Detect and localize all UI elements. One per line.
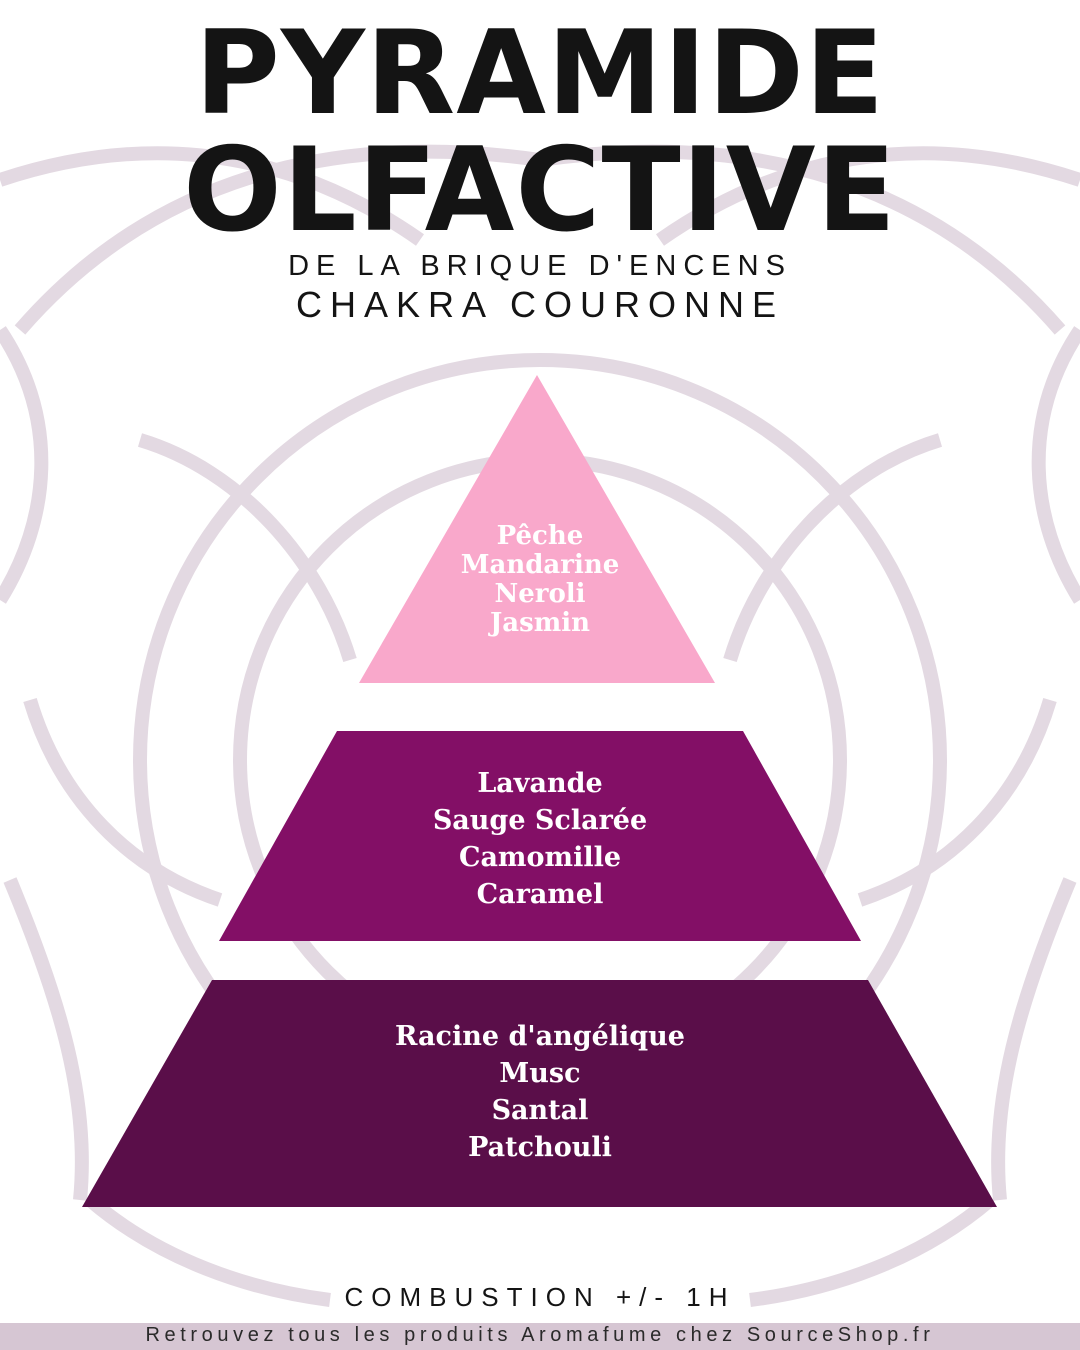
top-notes-list: Pêche Mandarine Neroli Jasmin xyxy=(240,522,840,638)
pyramid-base-tier xyxy=(82,980,997,1207)
base-note: Santal xyxy=(491,1095,589,1126)
footer-text: Retrouvez tous les produits Aromafume ch… xyxy=(145,1324,935,1346)
base-note: Musc xyxy=(499,1058,581,1089)
pyramid-middle-tier xyxy=(219,731,861,941)
page-title-line2: OLFACTIVE xyxy=(183,123,897,258)
footer-bar xyxy=(0,1323,1080,1350)
top-note: Pêche xyxy=(496,521,584,551)
combustion-time: COMBUSTION +/- 1H xyxy=(344,1282,736,1312)
top-note: Jasmin xyxy=(489,608,591,638)
top-note: Neroli xyxy=(494,579,586,609)
heart-note: Camomille xyxy=(458,842,622,873)
heart-notes-list: Lavande Sauge Sclarée Camomille Caramel xyxy=(240,765,840,913)
page-title-line1: PYRAMIDE xyxy=(194,6,886,141)
heart-note: Lavande xyxy=(477,768,603,799)
base-note: Racine d'angélique xyxy=(395,1021,685,1052)
subtitle-line2: CHAKRA COURONNE xyxy=(295,284,785,325)
heart-note: Caramel xyxy=(476,879,604,910)
base-note: Patchouli xyxy=(468,1132,612,1163)
pyramid-top-tier xyxy=(359,375,715,683)
subtitle-line1: DE LA BRIQUE D'ENCENS xyxy=(288,250,792,282)
base-notes-list: Racine d'angélique Musc Santal Patchouli xyxy=(240,1018,840,1166)
top-note: Mandarine xyxy=(460,550,620,580)
heart-note: Sauge Sclarée xyxy=(432,805,648,836)
